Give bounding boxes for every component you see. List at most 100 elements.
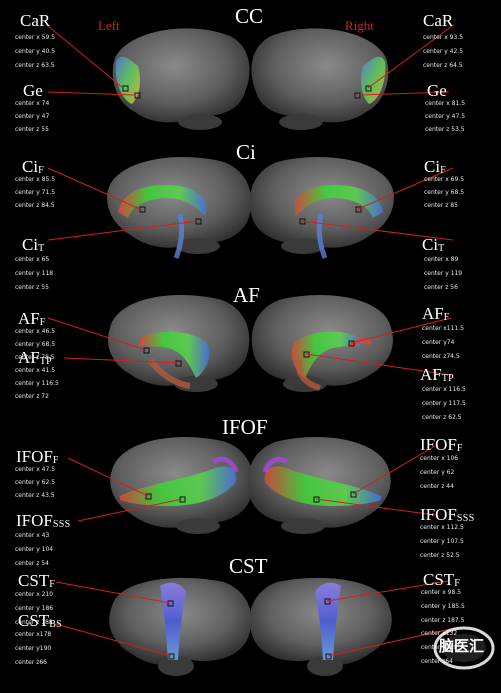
coord-ge-left-y: center y 47 bbox=[15, 113, 50, 120]
coord-cst-f-left-z: center z 188 bbox=[15, 619, 53, 626]
coord-car-left-z: center z 63.5 bbox=[15, 62, 55, 69]
label-af-f-right: AFF bbox=[422, 304, 450, 324]
coord-ci-t-right-y: center y 119 bbox=[424, 270, 463, 277]
coord-af-tp-left-z: center z 72 bbox=[15, 393, 49, 400]
label-ci-t-right: CiT bbox=[422, 235, 445, 255]
label-af-f-left: AFF bbox=[18, 309, 46, 329]
coord-ifof-f-right-y: center y 62 bbox=[420, 469, 455, 476]
coord-cst-f-right-z: center z 187.5 bbox=[421, 617, 465, 624]
coord-ci-t-left-z: center z 55 bbox=[15, 284, 49, 291]
coord-af-tp-right-z: center z 62.5 bbox=[422, 414, 462, 421]
label-ifof-sss-left: IFOFSSS bbox=[16, 511, 71, 531]
coord-ifof-sss-left-x: center x 43 bbox=[15, 532, 50, 539]
watermark-logo: 脑医汇 bbox=[433, 625, 495, 671]
coord-af-f-left-x: center x 46.5 bbox=[15, 328, 56, 335]
label-ci-t-left: CiT bbox=[22, 235, 45, 255]
coord-ci-f-right-y: center y 68.5 bbox=[424, 189, 465, 196]
label-car-left: CaR bbox=[20, 11, 51, 30]
cc-right-brain bbox=[251, 28, 389, 130]
ci-right-brain bbox=[249, 157, 394, 259]
label-ifof-f-right: IFOFF bbox=[420, 435, 463, 455]
coord-car-right-y: center y 42.5 bbox=[423, 48, 464, 55]
coord-ci-f-right-z: center z 85 bbox=[424, 202, 458, 209]
coord-ge-left-x: center x 74 bbox=[15, 100, 50, 107]
coord-ifof-f-right-x: center x 106 bbox=[420, 455, 459, 462]
coord-cst-bs-right-z: center z64 bbox=[421, 658, 453, 665]
coord-ifof-sss-right-z: center z 52.5 bbox=[420, 552, 460, 559]
coord-ci-f-right-x: center x 69.5 bbox=[424, 176, 465, 183]
coord-af-f-right-y: center y74 bbox=[422, 339, 455, 346]
label-ci-f-right: CiF bbox=[424, 157, 446, 177]
coord-ifof-sss-right-x: center x 112.5 bbox=[420, 524, 464, 531]
label-car-right: CaR bbox=[423, 11, 454, 30]
coord-ge-right-x: center x 81.5 bbox=[425, 100, 466, 107]
coord-ifof-sss-left-z: center z 54 bbox=[15, 560, 49, 567]
coord-car-left-y: center y 40.5 bbox=[15, 48, 56, 55]
coord-cst-bs-left-y: center y190 bbox=[15, 645, 52, 652]
section-title-cc: CC bbox=[235, 4, 264, 28]
coord-car-right-z: center z 64.5 bbox=[423, 62, 463, 69]
label-cst-bs-left: CSTBS bbox=[18, 611, 63, 631]
coord-ci-f-left-x: center x 85.5 bbox=[15, 176, 56, 183]
coord-ge-left-z: center z 55 bbox=[15, 126, 49, 133]
coord-ifof-f-left-y: center y 62.5 bbox=[15, 479, 56, 486]
coord-ci-t-left-y: center y 118 bbox=[15, 270, 54, 277]
ci-left-brain bbox=[107, 157, 252, 259]
section-title-cst: CST bbox=[229, 554, 268, 578]
coord-ifof-f-left-z: center z 43.5 bbox=[15, 492, 55, 499]
coord-af-tp-left-y: center y 116.5 bbox=[15, 380, 59, 387]
watermark-text: 脑医汇 bbox=[439, 637, 485, 655]
section-title-af: AF bbox=[233, 283, 260, 307]
side-label-right: Right bbox=[345, 18, 374, 33]
coord-ci-f-left-y: center y 71.5 bbox=[15, 189, 56, 196]
coord-cst-f-left-x: center x 210 bbox=[15, 591, 54, 598]
coord-cst-bs-right-x: center x132 bbox=[421, 630, 458, 637]
coord-ifof-sss-right-y: center y 107.5 bbox=[420, 538, 464, 545]
coord-ifof-sss-left-y: center y 104 bbox=[15, 546, 54, 553]
coord-cst-f-right-x: center x 98.5 bbox=[421, 589, 462, 596]
coord-ci-t-right-x: center x 89 bbox=[424, 256, 459, 263]
label-cst-f-left: CSTF bbox=[18, 571, 56, 591]
coord-af-tp-right-y: center y 117.5 bbox=[422, 400, 466, 407]
coord-af-f-right-z: center z74.5 bbox=[422, 353, 460, 360]
ifof-right-brain bbox=[247, 437, 391, 534]
coord-ifof-f-right-z: center z 44 bbox=[420, 483, 454, 490]
coord-ci-t-left-x: center x 65 bbox=[15, 256, 50, 263]
cst-right-brain bbox=[249, 577, 392, 676]
coord-car-left-x: center x 59.5 bbox=[15, 34, 56, 41]
coord-car-right-x: center x 93.5 bbox=[423, 34, 464, 41]
coord-cst-f-left-y: center y 186 bbox=[15, 605, 54, 612]
label-ge-right: Ge bbox=[427, 81, 447, 100]
cc-left-brain bbox=[112, 28, 250, 130]
label-af-tp-left: AFTP bbox=[18, 348, 53, 368]
label-ifof-sss-right: IFOFSSS bbox=[420, 505, 475, 525]
coord-cst-bs-right-y: center y189 bbox=[421, 644, 458, 651]
label-ge-left: Ge bbox=[23, 81, 43, 100]
leader-lines bbox=[47, 25, 456, 657]
section-title-ifof: IFOF bbox=[222, 415, 268, 439]
coord-ci-f-left-z: center z 84.5 bbox=[15, 202, 55, 209]
coord-cst-bs-left-x: center x178 bbox=[15, 631, 52, 638]
coord-ge-right-y: center y 47.5 bbox=[425, 113, 466, 120]
cst-left-brain bbox=[109, 577, 252, 676]
label-af-tp-right: AFTP bbox=[420, 365, 455, 385]
coord-cst-f-right-y: center y 185.5 bbox=[421, 603, 465, 610]
label-ci-f-left: CiF bbox=[22, 157, 44, 177]
coord-ge-right-z: center z 53.5 bbox=[425, 126, 465, 133]
coord-ifof-f-left-x: center x 47.5 bbox=[15, 466, 56, 473]
watermark-badge-icon bbox=[433, 626, 495, 670]
coord-af-tp-left-x: center x 41.5 bbox=[15, 367, 56, 374]
coord-af-f-right-x: center x111.5 bbox=[422, 325, 464, 332]
coord-af-tp-right-x: center x 116.5 bbox=[422, 386, 466, 393]
label-ifof-f-left: IFOFF bbox=[16, 447, 59, 467]
coord-af-f-left-z: center z 78.5 bbox=[15, 354, 55, 361]
coord-ci-t-right-z: center z 56 bbox=[424, 284, 458, 291]
ifof-left-brain bbox=[110, 437, 254, 534]
coord-af-f-left-y: center y 68.5 bbox=[15, 341, 56, 348]
label-cst-f-right: CSTF bbox=[423, 570, 461, 590]
section-title-ci: Ci bbox=[236, 140, 256, 164]
af-left-brain bbox=[108, 295, 250, 392]
af-right-brain bbox=[251, 295, 393, 392]
